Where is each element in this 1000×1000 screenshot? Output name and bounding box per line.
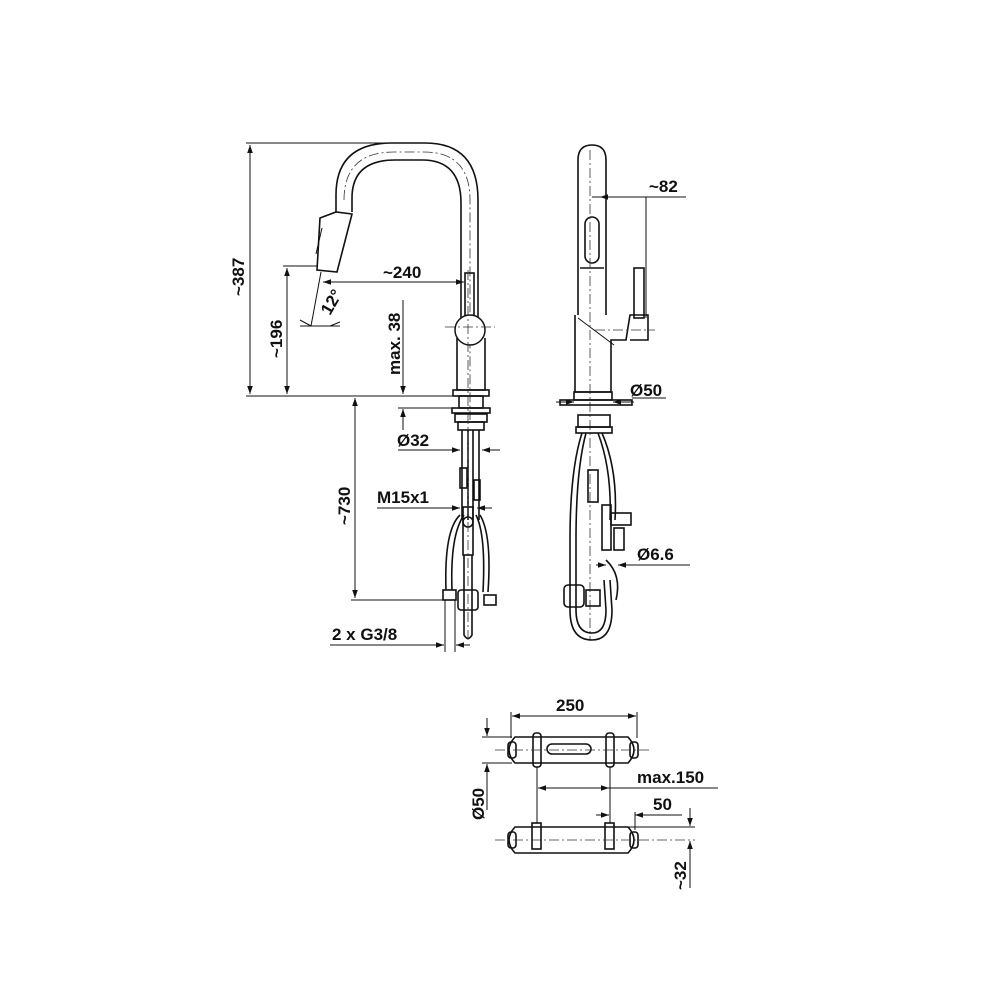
faucet-front-view: ~387 ~196 ~240 12° max. 38 Ø32 ~730 M15x… (229, 142, 500, 652)
dim-clamp-offset: 50 (653, 795, 672, 814)
dim-connections: 2 x G3/8 (332, 625, 397, 644)
faucet-side-view: ~82 Ø50 Ø6.6 (556, 144, 690, 641)
dim-hose-diameter: Ø6.6 (637, 545, 674, 564)
lever (464, 272, 475, 322)
dim-lever-offset: ~82 (649, 177, 678, 196)
dim-shank-diameter: Ø32 (397, 431, 429, 450)
dim-weight-length: 250 (556, 696, 584, 715)
spray-head (316, 211, 354, 273)
lever (633, 267, 645, 319)
dim-total-height: ~387 (229, 258, 248, 296)
dim-spray-angle: 12° (317, 286, 346, 318)
dim-thread: M15x1 (377, 488, 429, 507)
dim-weight-diameter: Ø50 (469, 788, 488, 820)
dim-hose-length: ~730 (335, 487, 354, 525)
dim-spout-reach: ~240 (383, 263, 421, 282)
handle-hub (454, 314, 486, 346)
dim-counter-thickness: max. 38 (385, 313, 404, 375)
dim-base-diameter: Ø50 (630, 381, 662, 400)
dim-spout-height: ~196 (267, 320, 286, 358)
dim-weight-height: ~32 (671, 861, 690, 890)
hose-weight-view: 250 Ø50 max.150 50 ~32 (469, 696, 718, 890)
dim-clamp-spacing: max.150 (637, 768, 704, 787)
